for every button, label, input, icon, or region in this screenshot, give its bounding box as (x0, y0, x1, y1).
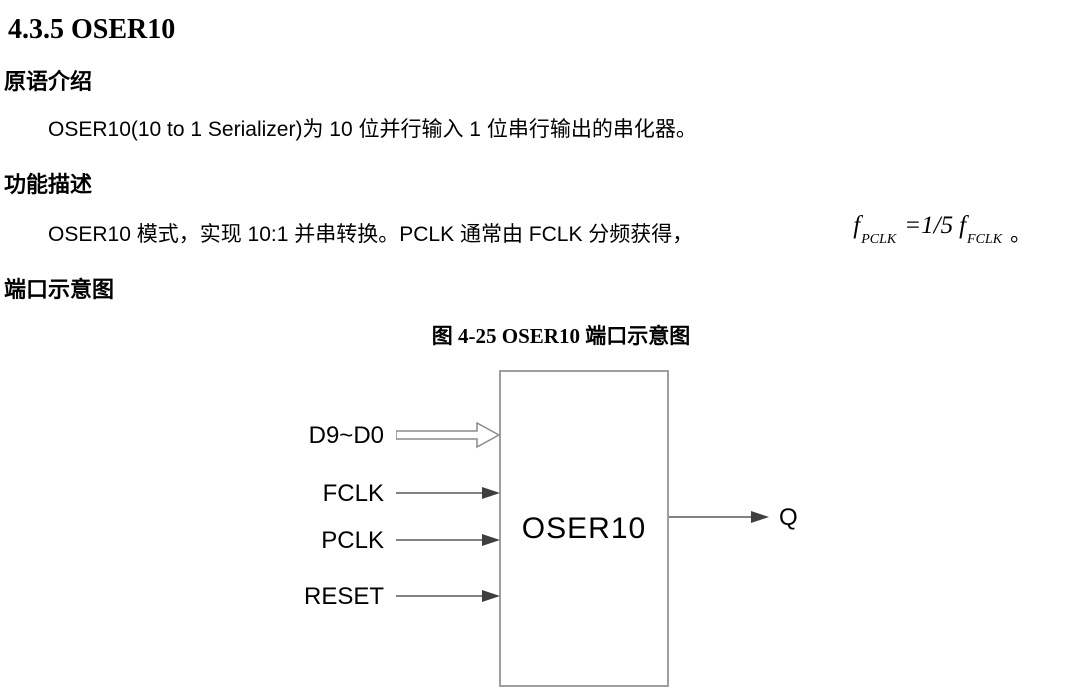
figure-caption: 图 4-25 OSER10 端口示意图 (431, 324, 691, 348)
subheading-port-diagram: 端口示意图 (4, 277, 115, 302)
fclk-arrow-icon (396, 487, 500, 499)
oser10-block: OSER10 (499, 370, 669, 687)
formula-tail-subscript: FCLK (967, 232, 1003, 247)
function-desc-text: OSER10 模式，实现 10:1 并串转换。PCLK 通常由 FCLK 分频获… (48, 223, 694, 246)
input-label-fclk: FCLK (322, 480, 384, 507)
formula-lead-subscript: PCLK (861, 232, 897, 247)
d9-d0-bus-arrow-icon (396, 421, 500, 449)
pclk-arrow-icon (396, 534, 500, 546)
input-label-reset: RESET (303, 583, 384, 610)
subheading-primitive-intro: 原语介绍 (4, 69, 93, 94)
output-label-q: Q (779, 504, 798, 531)
paragraph-primitive-intro: OSER10(10 to 1 Serializer)为 10 位并行输入 1 位… (48, 118, 697, 141)
formula-tail-var: f (959, 212, 967, 239)
reset-arrow-head (482, 590, 500, 602)
formula-equals-fraction: =1/5 (904, 212, 954, 239)
oser10-block-label: OSER10 (521, 511, 647, 545)
subheading-function-desc: 功能描述 (4, 172, 93, 197)
input-label-pclk: PCLK (321, 527, 384, 554)
q-output-arrow-icon (669, 511, 769, 523)
input-label-d9-d0: D9~D0 (308, 422, 384, 449)
paragraph-function-desc: OSER10 模式，实现 10:1 并串转换。PCLK 通常由 FCLK 分频获… (48, 213, 1032, 251)
pclk-arrow-head (482, 534, 500, 546)
formula-lead-var: f (853, 212, 861, 239)
section-heading: 4.3.5 OSER10 (8, 14, 176, 45)
function-desc-period: 。 (1010, 223, 1032, 246)
reset-arrow-icon (396, 590, 500, 602)
fclk-arrow-head (482, 487, 500, 499)
bus-arrow-shape (396, 421, 500, 449)
q-arrow-head (751, 511, 769, 523)
